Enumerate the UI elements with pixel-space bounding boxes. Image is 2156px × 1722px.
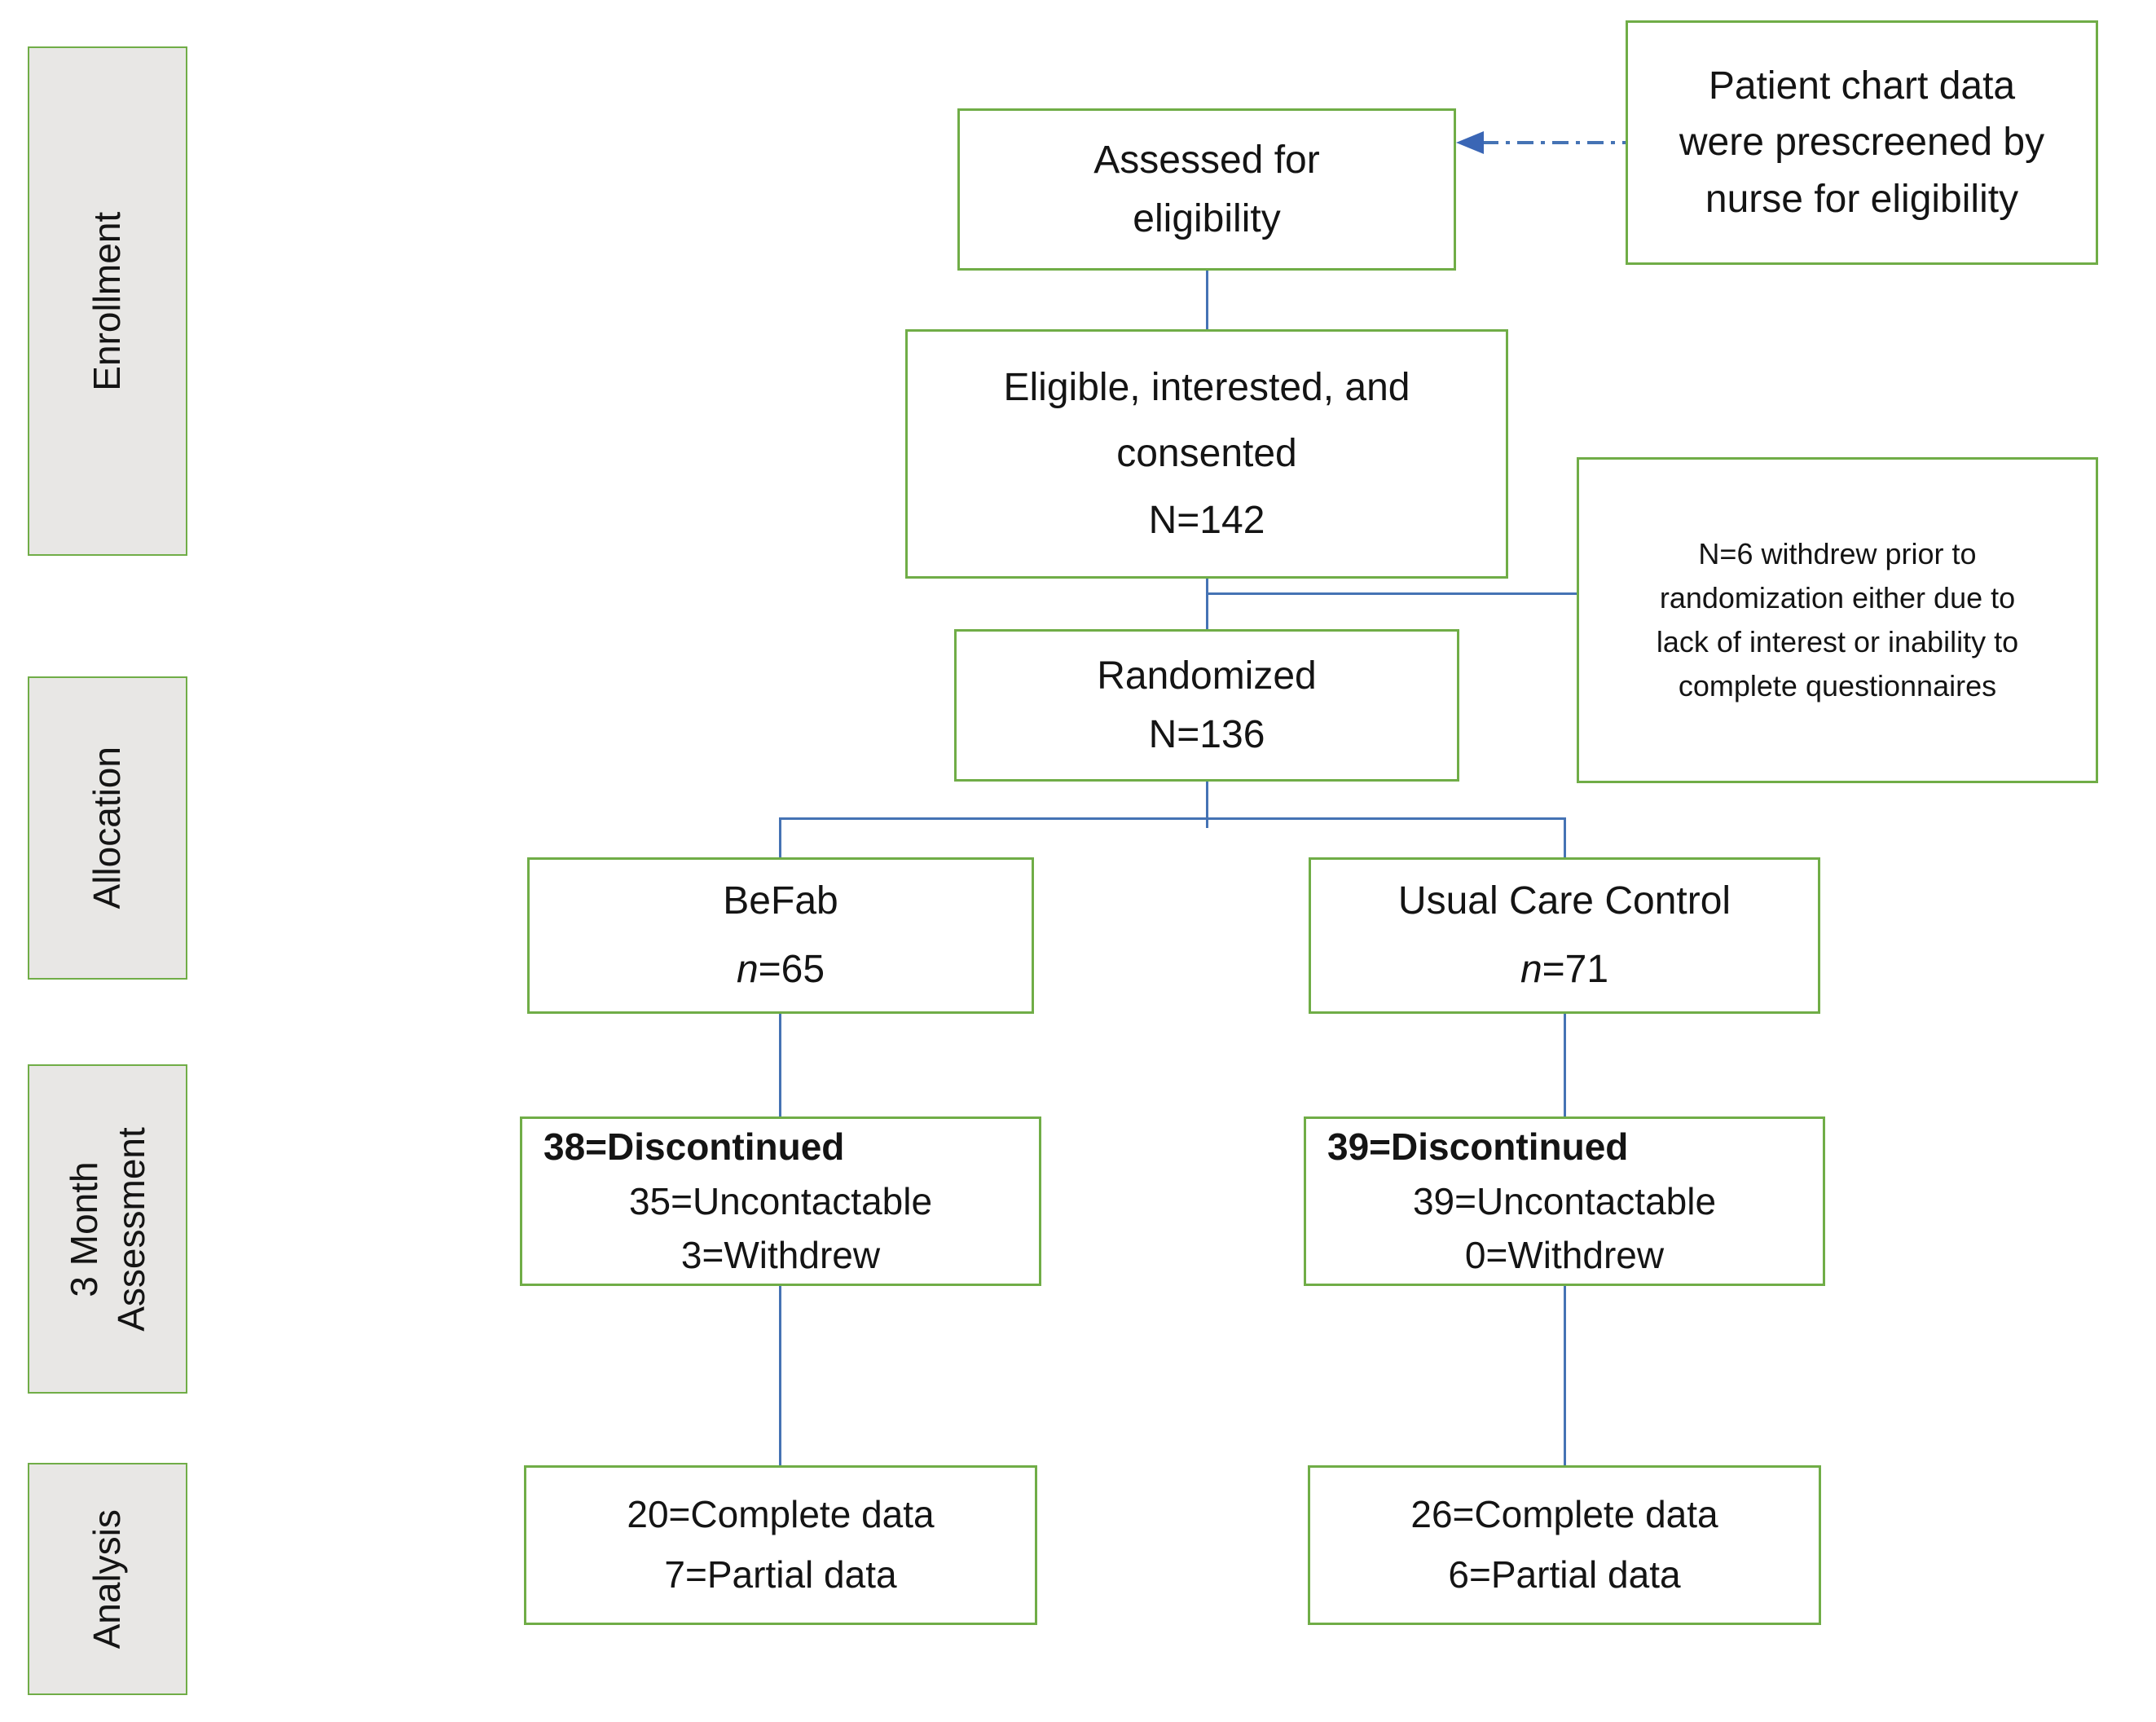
usual-care-complete-data: 26=Complete data xyxy=(1410,1493,1718,1536)
connector-eligible-to-randomized xyxy=(1206,579,1208,629)
connector-usual-care-to-3month xyxy=(1564,1014,1566,1116)
stage-label-3month-assessment: 3 Month Assessment xyxy=(28,1064,187,1394)
connector-randomized-to-branch xyxy=(1206,782,1208,828)
befab-complete-data: 20=Complete data xyxy=(627,1493,935,1536)
prescreen-dashed-arrow xyxy=(1456,131,1626,154)
stage-label-3month-assessment-text: 3 Month Assessment xyxy=(62,1126,152,1332)
box-usual-care-3month-discontinued: 39=Discontinued 39=Uncontactable 0=Withd… xyxy=(1304,1116,1825,1286)
prescreen-note-line-3: nurse for eligibility xyxy=(1705,177,2019,221)
randomized-line-2: N=136 xyxy=(1148,712,1265,756)
assessed-line-1: Assessed for xyxy=(1093,138,1320,182)
box-withdrew-note: N=6 withdrew prior to randomization eith… xyxy=(1577,457,2098,783)
stage-label-allocation: Allocation xyxy=(28,676,187,980)
befab-n-value: =65 xyxy=(758,948,825,991)
box-befab-analysis: 20=Complete data 7=Partial data xyxy=(524,1465,1037,1625)
stage-label-analysis: Analysis xyxy=(28,1463,187,1695)
connector-assessed-to-eligible xyxy=(1206,271,1208,329)
eligible-line-1: Eligible, interested, and xyxy=(1003,365,1410,409)
randomized-line-1: Randomized xyxy=(1097,654,1317,698)
befab-discontinued-total: 38=Discontinued xyxy=(543,1125,845,1168)
befab-n-symbol: n xyxy=(736,948,759,991)
box-befab-allocation: BeFab n=65 xyxy=(527,857,1034,1014)
eligible-line-2: consented xyxy=(1116,432,1297,476)
befab-name: BeFab xyxy=(723,879,838,923)
prescreen-note-line-1: Patient chart data xyxy=(1708,64,2016,108)
stage-label-allocation-text: Allocation xyxy=(86,746,129,909)
box-befab-3month-discontinued: 38=Discontinued 35=Uncontactable 3=Withd… xyxy=(520,1116,1041,1286)
usual-care-uncontactable: 39=Uncontactable xyxy=(1412,1179,1717,1222)
withdrew-note-line-3: lack of interest or inability to xyxy=(1656,625,2019,658)
connector-branch-to-befab xyxy=(779,817,781,857)
prescreen-note-line-2: were prescreened by xyxy=(1679,121,2045,165)
withdrew-note-line-4: complete questionnaires xyxy=(1678,669,1997,702)
befab-withdrew: 3=Withdrew xyxy=(680,1234,881,1277)
box-usual-care-analysis: 26=Complete data 6=Partial data xyxy=(1308,1465,1821,1625)
box-usual-care-allocation: Usual Care Control n=71 xyxy=(1309,857,1820,1014)
connector-to-withdrew-note xyxy=(1207,592,1577,595)
box-eligible-consented: Eligible, interested, and consented N=14… xyxy=(905,329,1508,579)
withdrew-note-line-1: N=6 withdrew prior to xyxy=(1698,537,1977,570)
stage-label-analysis-text: Analysis xyxy=(86,1508,129,1649)
arrowhead-left-icon xyxy=(1456,131,1484,154)
box-assessed-for-eligibility: Assessed for eligibility xyxy=(957,108,1456,271)
stage-label-enrollment: Enrollment xyxy=(28,46,187,556)
stage-label-enrollment-text: Enrollment xyxy=(86,211,129,391)
usual-care-name: Usual Care Control xyxy=(1397,879,1731,923)
connector-usual-care-3month-to-analysis xyxy=(1564,1286,1566,1465)
befab-uncontactable: 35=Uncontactable xyxy=(628,1179,933,1222)
connector-branch-horizontal xyxy=(779,817,1566,820)
connector-befab-to-3month xyxy=(779,1014,781,1116)
usual-care-withdrew: 0=Withdrew xyxy=(1464,1234,1665,1277)
usual-care-n-count: n=71 xyxy=(1311,936,1818,1004)
befab-partial-data: 7=Partial data xyxy=(664,1553,897,1596)
connector-branch-to-usual-care xyxy=(1564,817,1566,857)
usual-care-partial-data: 6=Partial data xyxy=(1448,1553,1681,1596)
assessed-line-2: eligibility xyxy=(1133,196,1281,240)
usual-care-n-symbol: n xyxy=(1520,948,1542,991)
befab-n-count: n=65 xyxy=(530,936,1032,1004)
usual-care-discontinued-total: 39=Discontinued xyxy=(1327,1125,1629,1168)
box-randomized: Randomized N=136 xyxy=(954,629,1459,782)
usual-care-n-value: =71 xyxy=(1542,948,1609,991)
box-prescreen-note: Patient chart data were prescreened by n… xyxy=(1626,20,2098,265)
eligible-line-3: N=142 xyxy=(1148,498,1265,542)
connector-befab-3month-to-analysis xyxy=(779,1286,781,1465)
withdrew-note-line-2: randomization either due to xyxy=(1659,581,2016,614)
